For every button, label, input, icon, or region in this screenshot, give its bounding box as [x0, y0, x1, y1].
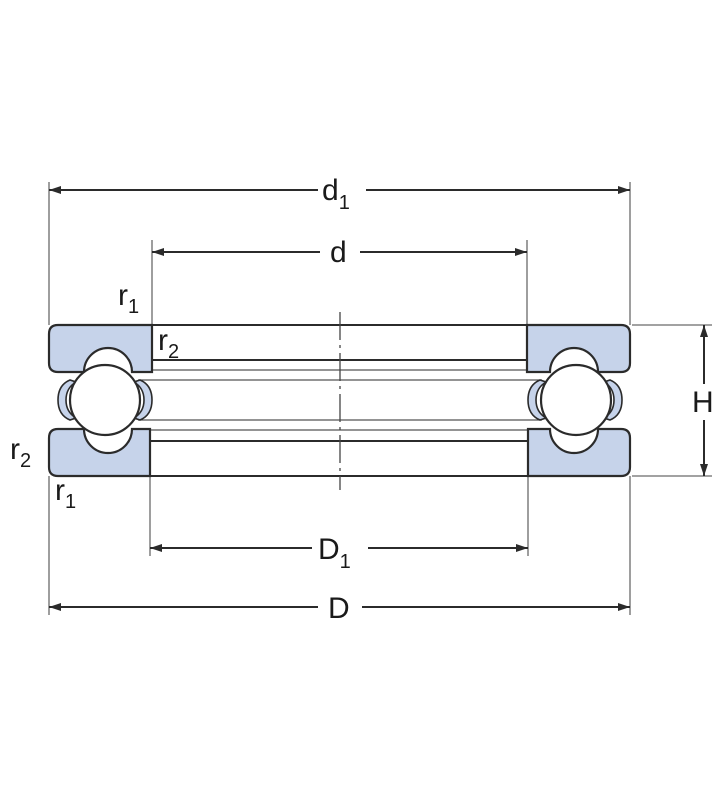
housing-washer-right	[526, 427, 632, 478]
label-r2-top: r2	[158, 324, 179, 363]
housing-washer	[47, 427, 632, 478]
label-r1-top: r1	[118, 279, 139, 318]
label-H: H	[692, 386, 714, 419]
label-d1: d1	[322, 174, 350, 214]
housing-washer-left	[47, 427, 152, 478]
ball-right	[539, 363, 613, 437]
dimension-labels: d1 d D1 D H r1 r2 r2 r1	[10, 174, 714, 625]
shaft-washer	[47, 323, 632, 374]
label-r2-left: r2	[10, 433, 31, 472]
label-D1: D1	[318, 533, 351, 573]
label-r1-bottom: r1	[55, 474, 76, 513]
label-d: d	[330, 236, 347, 269]
ball-left	[68, 363, 142, 437]
label-D: D	[328, 592, 350, 625]
balls	[68, 363, 613, 437]
dimension-lines	[49, 186, 708, 611]
